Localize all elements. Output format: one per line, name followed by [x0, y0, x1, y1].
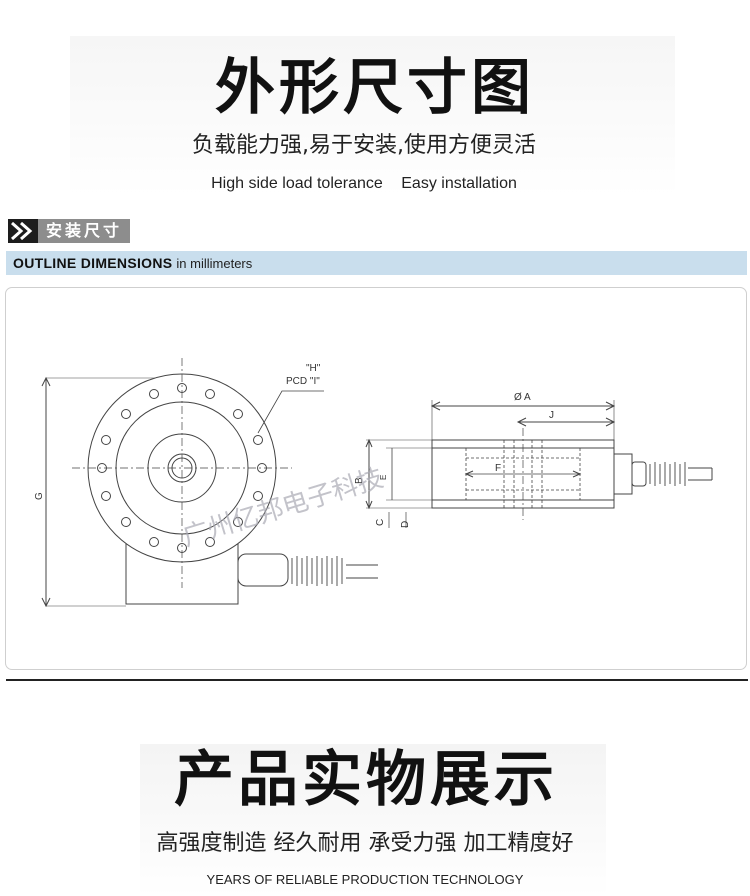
- cable-gland: [237, 553, 289, 587]
- product-english-tagline: YEARS OF RELIABLE PRODUCTION TECHNOLOGY: [206, 872, 524, 887]
- english-tagline-left: High side load tolerance: [211, 175, 383, 192]
- label-g: G: [34, 492, 45, 500]
- page-subtitle: 负载能力强,易于安装,使用方便灵活: [192, 133, 536, 158]
- label-a: Ø A: [514, 392, 531, 403]
- product-subtitle: 高强度制造 经久耐用 承受力强 加工精度好: [156, 831, 574, 856]
- outline-dimensions-unit: in millimeters: [176, 256, 253, 271]
- double-chevron-right-icon: [8, 219, 38, 243]
- label-j: J: [549, 410, 554, 421]
- drawing-panel: "H" PCD "I" G Ø A J B E F C D 广州亿邦电子科技: [5, 287, 747, 670]
- outline-dimensions-title: OUTLINE DIMENSIONS: [13, 255, 173, 271]
- label-e: E: [379, 475, 388, 480]
- section-divider: [6, 679, 748, 681]
- label-c: C: [375, 519, 386, 526]
- pcd-leader: [257, 390, 324, 434]
- label-pcd: PCD "I": [286, 376, 320, 387]
- title-background-2: [140, 744, 606, 896]
- label-f: F: [495, 463, 501, 474]
- title-background: [70, 36, 675, 196]
- english-tagline: High side load tolerance Easy installati…: [0, 174, 728, 194]
- side-cable-gland: [613, 453, 633, 495]
- section-tag: 安装尺寸: [8, 219, 131, 243]
- label-d: D: [400, 521, 411, 528]
- section-tag-label: 安装尺寸: [38, 219, 131, 243]
- bolt-holes: [97, 383, 267, 553]
- product-title: 产品实物展示: [174, 745, 558, 815]
- label-h: "H": [306, 363, 321, 374]
- dimension-drawing: "H" PCD "I" G Ø A J B E F C D 广州亿邦电子科技: [34, 358, 713, 608]
- label-b: B: [354, 477, 365, 484]
- page-title: 外形尺寸图: [215, 53, 535, 123]
- english-tagline-right: Easy installation: [401, 175, 517, 192]
